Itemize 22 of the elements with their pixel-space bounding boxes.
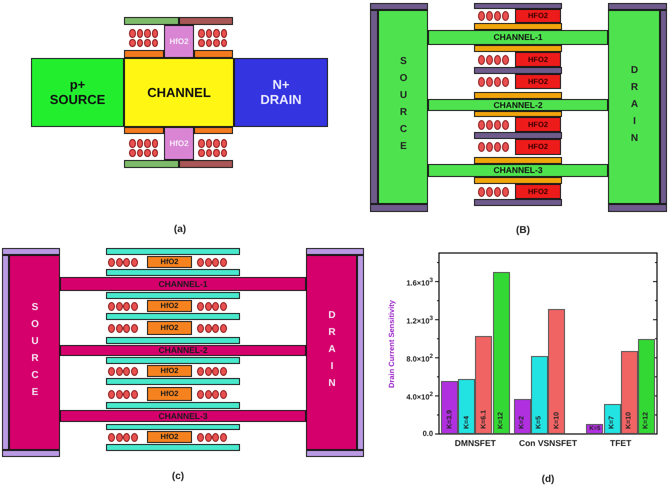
- channel-sheet: CHANNEL-2: [60, 345, 306, 356]
- drain-region: DRAIN: [608, 10, 660, 204]
- category-label: DMNSFET: [454, 439, 496, 448]
- category-label: TFET: [610, 439, 632, 448]
- source-region: SOURCE: [9, 255, 60, 450]
- drain-region: DRAIN: [306, 255, 357, 450]
- channel-sheet: CHANNEL-3: [60, 410, 306, 422]
- channel-sheet: CHANNEL-1: [428, 30, 608, 45]
- channel-sheet: CHANNEL-2: [428, 99, 608, 111]
- channel-sheet: CHANNEL-1: [60, 277, 306, 291]
- drain-region: N+ DRAIN: [234, 58, 328, 127]
- source-region: SOURCE: [378, 10, 428, 204]
- oxide-layer: HfO2: [164, 25, 194, 58]
- oxide-layer: HfO2: [164, 127, 194, 160]
- category-label: Con VSNSFET: [518, 439, 578, 448]
- channel-sheet: CHANNEL-3: [428, 164, 608, 177]
- source-region: p+ SOURCE: [31, 58, 124, 127]
- panel-label: (d): [542, 475, 554, 485]
- channel-region: CHANNEL: [124, 58, 234, 127]
- panel-label: (B): [516, 226, 530, 236]
- panel-label: (a): [174, 225, 186, 235]
- panel-label: (c): [172, 472, 184, 482]
